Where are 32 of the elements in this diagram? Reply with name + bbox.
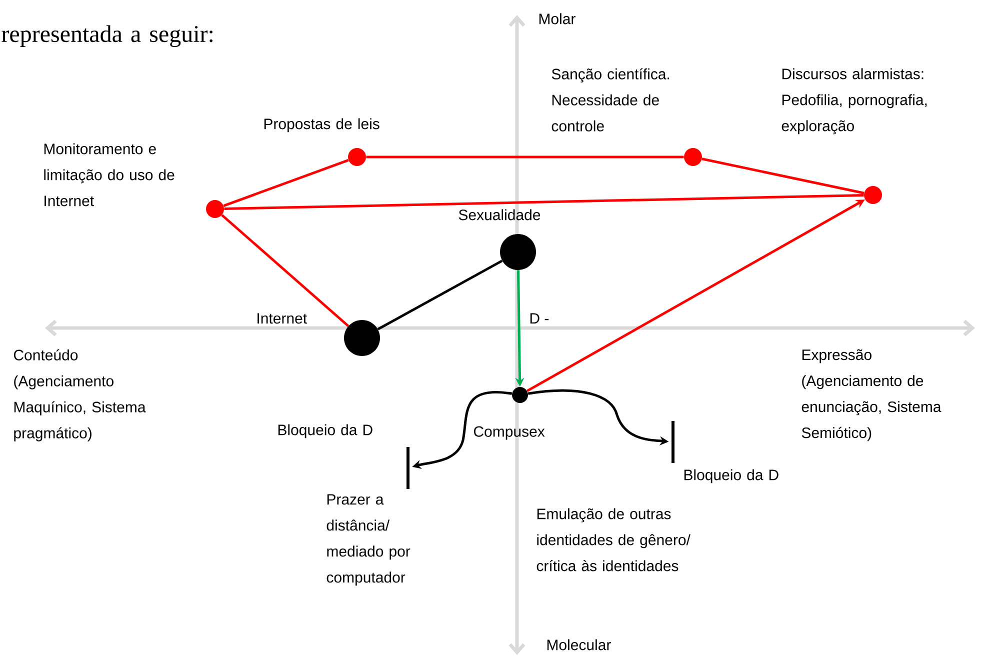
blocking-bar — [672, 421, 674, 463]
node-label: Sanção científica. Necessidade de controle — [552, 68, 670, 132]
node-label: Internet — [258, 313, 307, 324]
axis-label: Molar — [539, 13, 576, 24]
node-label: Prazer a distância/ mediado por computador — [326, 494, 410, 586]
connector — [366, 156, 684, 158]
axis-label: Expressão (Agenciamento de enunciação, Sistema Semiótico) — [802, 349, 942, 442]
node-label: Monitoramento e limitação do uso de Internet — [44, 143, 174, 206]
connector — [224, 194, 864, 210]
dot — [348, 148, 366, 166]
node-label: Discursos alarmistas: Pedofilia, pornografia, exploração — [782, 68, 927, 134]
dot — [206, 200, 224, 218]
axis-label: Conteúdo (Agenciamento Maquínico, Sistema pragmático) — [14, 349, 146, 442]
dot — [344, 320, 380, 356]
connector — [702, 158, 864, 194]
connector — [221, 214, 350, 327]
node-label: Bloqueio da D — [684, 469, 778, 484]
connector — [377, 260, 503, 330]
connector — [223, 159, 349, 208]
axis-label: Molecular — [547, 639, 611, 650]
dot — [500, 234, 536, 270]
node-label: Emulação de outras identidades de gênero/ crítica às identidades — [536, 508, 690, 572]
dot — [864, 186, 882, 204]
dot — [512, 387, 528, 403]
edge-label: D - — [528, 312, 550, 325]
axis-label: representada a seguir: — [2, 25, 212, 48]
node-label: Bloqueio da D — [278, 424, 372, 438]
blocking-bar — [406, 447, 410, 489]
dot — [684, 148, 702, 166]
node-label: Propostas de leis — [264, 118, 380, 132]
node-label: Compusex — [474, 426, 545, 440]
node-label: Sexualidade — [458, 209, 540, 220]
